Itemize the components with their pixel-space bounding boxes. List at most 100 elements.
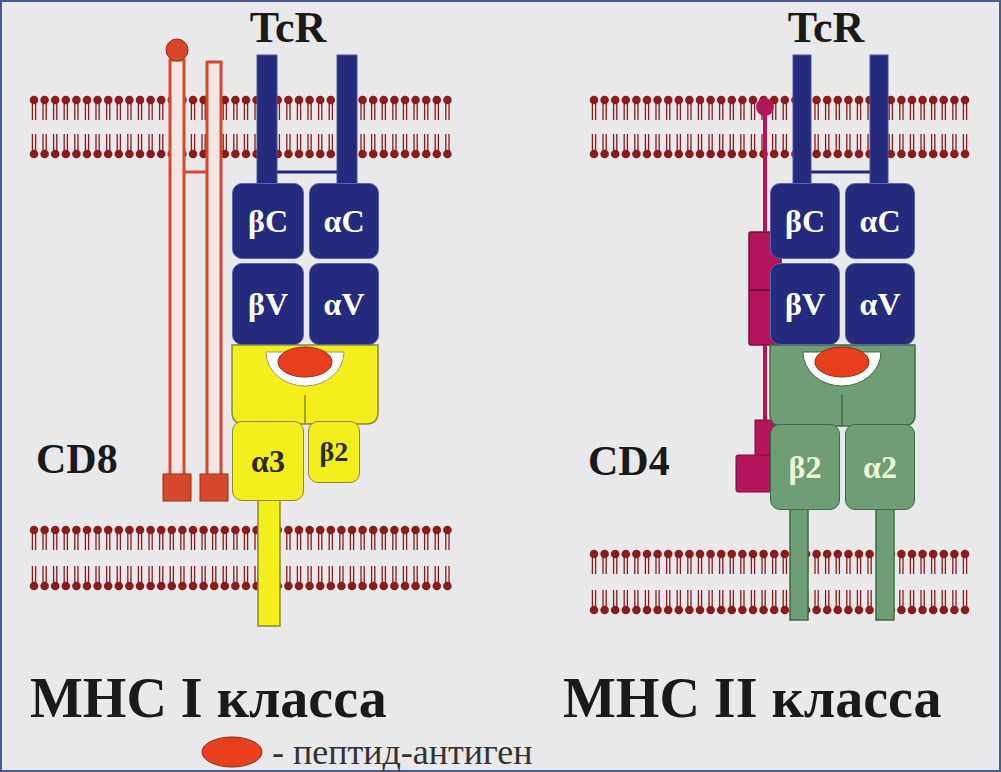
lipid-head <box>30 582 39 591</box>
lipid-head <box>30 150 39 159</box>
lipid-head <box>411 582 420 591</box>
lipid-head <box>929 550 938 559</box>
lipid-head <box>295 582 304 591</box>
lipid-head <box>369 582 378 591</box>
lipid-head <box>600 150 609 159</box>
lipid-head <box>675 150 684 159</box>
lipid-head <box>717 150 726 159</box>
lipid-head <box>844 96 853 105</box>
lipid-head <box>411 96 420 105</box>
lipid-head <box>443 582 452 591</box>
lipid-head <box>749 150 758 159</box>
lipid-head <box>146 150 155 159</box>
lipid-bilayer <box>30 96 452 159</box>
lipid-head <box>590 150 599 159</box>
lipid-head <box>664 550 673 559</box>
lipid-head <box>422 582 431 591</box>
lipid-head <box>929 96 938 105</box>
molecule-class: MHC I класса <box>30 670 387 726</box>
lipid-head <box>51 150 60 159</box>
lipid-head <box>295 96 304 105</box>
lipid-head <box>770 606 779 615</box>
lipid-head <box>696 150 705 159</box>
lipid-head <box>337 526 346 535</box>
lipid-head <box>210 582 219 591</box>
lipid-head <box>443 96 452 105</box>
lipid-head <box>327 96 336 105</box>
cd4-stem <box>763 345 767 422</box>
lipid-head <box>72 526 81 535</box>
lipid-head <box>781 150 790 159</box>
lipid-head <box>961 550 970 559</box>
lipid-head <box>728 550 737 559</box>
lipid-head <box>855 150 864 159</box>
lipid-head <box>770 150 779 159</box>
domain-label: β2 <box>789 451 822 483</box>
lipid-head <box>83 96 92 105</box>
lipid-head <box>897 550 906 559</box>
domain-label: βC <box>248 205 288 237</box>
domain-box: α3 <box>232 421 304 501</box>
lipid-head <box>189 150 198 159</box>
lipid-head <box>643 96 652 105</box>
lipid-head <box>242 150 251 159</box>
lipid-head <box>834 96 843 105</box>
lipid-head <box>72 96 81 105</box>
lipid-head <box>210 526 219 535</box>
lipid-head <box>40 582 49 591</box>
lipid-head <box>940 606 949 615</box>
lipid-head <box>632 96 641 105</box>
lipid-head <box>749 96 758 105</box>
lipid-head <box>189 526 198 535</box>
lipid-head <box>611 96 620 105</box>
lipid-head <box>706 150 715 159</box>
mhc2-stalk <box>790 506 808 620</box>
lipid-head <box>380 150 389 159</box>
lipid-head <box>738 150 747 159</box>
lipid-head <box>918 550 927 559</box>
domain-label: βV <box>785 288 825 320</box>
lipid-head <box>104 582 113 591</box>
lipid-head <box>823 96 832 105</box>
mhc1-stalk <box>258 496 280 626</box>
lipid-head <box>749 606 758 615</box>
cd8-chain <box>207 62 221 478</box>
lipid-head <box>157 582 166 591</box>
lipid-head <box>231 96 240 105</box>
lipid-head <box>844 150 853 159</box>
lipid-head <box>728 150 737 159</box>
lipid-head <box>136 150 145 159</box>
lipid-head <box>940 96 949 105</box>
lipid-head <box>125 582 134 591</box>
lipid-head <box>115 150 124 159</box>
cd8-head <box>166 39 188 61</box>
lipid-head <box>855 550 864 559</box>
domain-box: βC <box>232 183 304 259</box>
coreceptor-name: CD8 <box>36 438 118 480</box>
cd8-domain <box>200 474 228 501</box>
domain-label: βV <box>248 288 288 320</box>
lipid-head <box>40 96 49 105</box>
lipid-tails <box>32 533 449 583</box>
lipid-head <box>125 526 134 535</box>
lipid-head <box>136 526 145 535</box>
lipid-head <box>611 150 620 159</box>
lipid-head <box>908 550 917 559</box>
lipid-head <box>358 582 367 591</box>
lipid-head <box>157 96 166 105</box>
lipid-head <box>812 606 821 615</box>
lipid-head <box>72 582 81 591</box>
lipid-head <box>40 150 49 159</box>
lipid-head <box>199 582 208 591</box>
lipid-head <box>685 150 694 159</box>
lipid-head <box>950 550 959 559</box>
lipid-head <box>62 526 71 535</box>
disulfide-bond <box>184 171 207 174</box>
cd4-stem <box>763 115 767 234</box>
lipid-head <box>728 96 737 105</box>
lipid-head <box>961 96 970 105</box>
lipid-head <box>812 96 821 105</box>
lipid-head <box>823 550 832 559</box>
